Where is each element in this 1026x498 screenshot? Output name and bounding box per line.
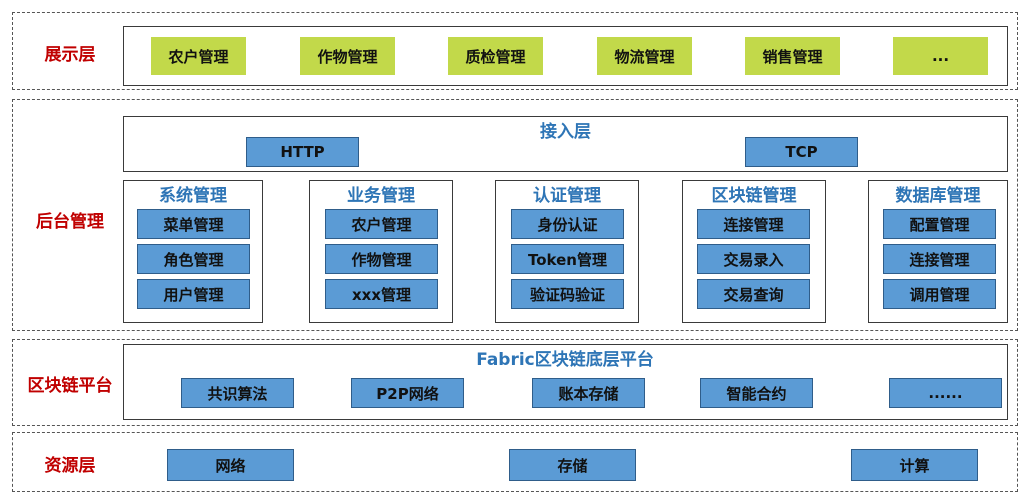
group-blockchain-item-tx-query: 交易查询 <box>697 279 810 309</box>
group-business-item-crop: 作物管理 <box>325 244 438 274</box>
blockchain-item-p2p: P2P网络 <box>351 378 464 408</box>
group-business-item-xxx: xxx管理 <box>325 279 438 309</box>
blockchain-platform-title: Fabric区块链底层平台 <box>476 349 654 370</box>
group-auth-item-identity: 身份认证 <box>511 209 624 239</box>
blockchain-layer-label: 区块链平台 <box>27 375 113 396</box>
group-auth-item-token: Token管理 <box>511 244 624 274</box>
resource-item-network: 网络 <box>167 449 294 481</box>
blockchain-layer <box>12 339 1018 426</box>
group-blockchain-item-connection: 连接管理 <box>697 209 810 239</box>
group-blockchain-title: 区块链管理 <box>711 185 797 206</box>
resource-layer-label: 资源层 <box>44 455 96 476</box>
presentation-item-more: ... <box>893 37 988 75</box>
presentation-layer <box>12 12 1018 90</box>
group-business-title: 业务管理 <box>347 185 415 206</box>
blockchain-item-more: ...... <box>889 378 1002 408</box>
blockchain-item-ledger: 账本存储 <box>532 378 645 408</box>
group-system-title: 系统管理 <box>159 185 227 206</box>
group-auth-title: 认证管理 <box>533 185 601 206</box>
resource-item-compute: 计算 <box>851 449 978 481</box>
presentation-frame <box>123 26 1008 86</box>
resource-layer <box>12 432 1018 492</box>
group-database-title: 数据库管理 <box>895 185 981 206</box>
presentation-layer-label: 展示层 <box>44 44 96 65</box>
group-system-item-role: 角色管理 <box>137 244 250 274</box>
blockchain-item-contract: 智能合约 <box>700 378 813 408</box>
presentation-item-crop: 作物管理 <box>300 37 395 75</box>
group-database-item-invoke: 调用管理 <box>883 279 996 309</box>
backend-layer-label: 后台管理 <box>36 211 104 232</box>
access-protocol-http: HTTP <box>246 137 359 167</box>
access-protocol-tcp: TCP <box>745 137 858 167</box>
backend-layer <box>12 99 1018 331</box>
resource-item-storage: 存储 <box>509 449 636 481</box>
presentation-item-sales: 销售管理 <box>745 37 840 75</box>
presentation-item-farmer: 农户管理 <box>151 37 246 75</box>
group-business-item-farmer: 农户管理 <box>325 209 438 239</box>
access-layer-title: 接入层 <box>540 121 591 142</box>
group-blockchain-item-tx-entry: 交易录入 <box>697 244 810 274</box>
group-system-item-user: 用户管理 <box>137 279 250 309</box>
group-database-item-config: 配置管理 <box>883 209 996 239</box>
group-database-item-connection: 连接管理 <box>883 244 996 274</box>
presentation-item-quality: 质检管理 <box>448 37 543 75</box>
group-auth-item-captcha: 验证码验证 <box>511 279 624 309</box>
blockchain-item-consensus: 共识算法 <box>181 378 294 408</box>
group-system-item-menu: 菜单管理 <box>137 209 250 239</box>
presentation-item-logistics: 物流管理 <box>597 37 692 75</box>
